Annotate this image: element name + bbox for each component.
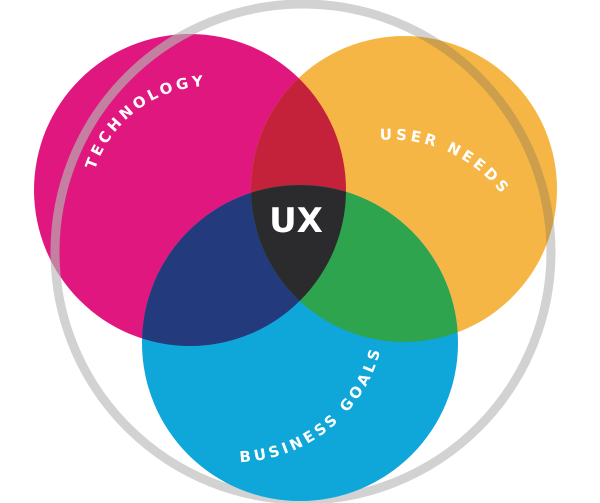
- outer-ring-over-technology: [50, 34, 346, 346]
- user-needs-business-goals-overlap: [251, 185, 458, 342]
- ux-center-label: UX: [269, 201, 323, 241]
